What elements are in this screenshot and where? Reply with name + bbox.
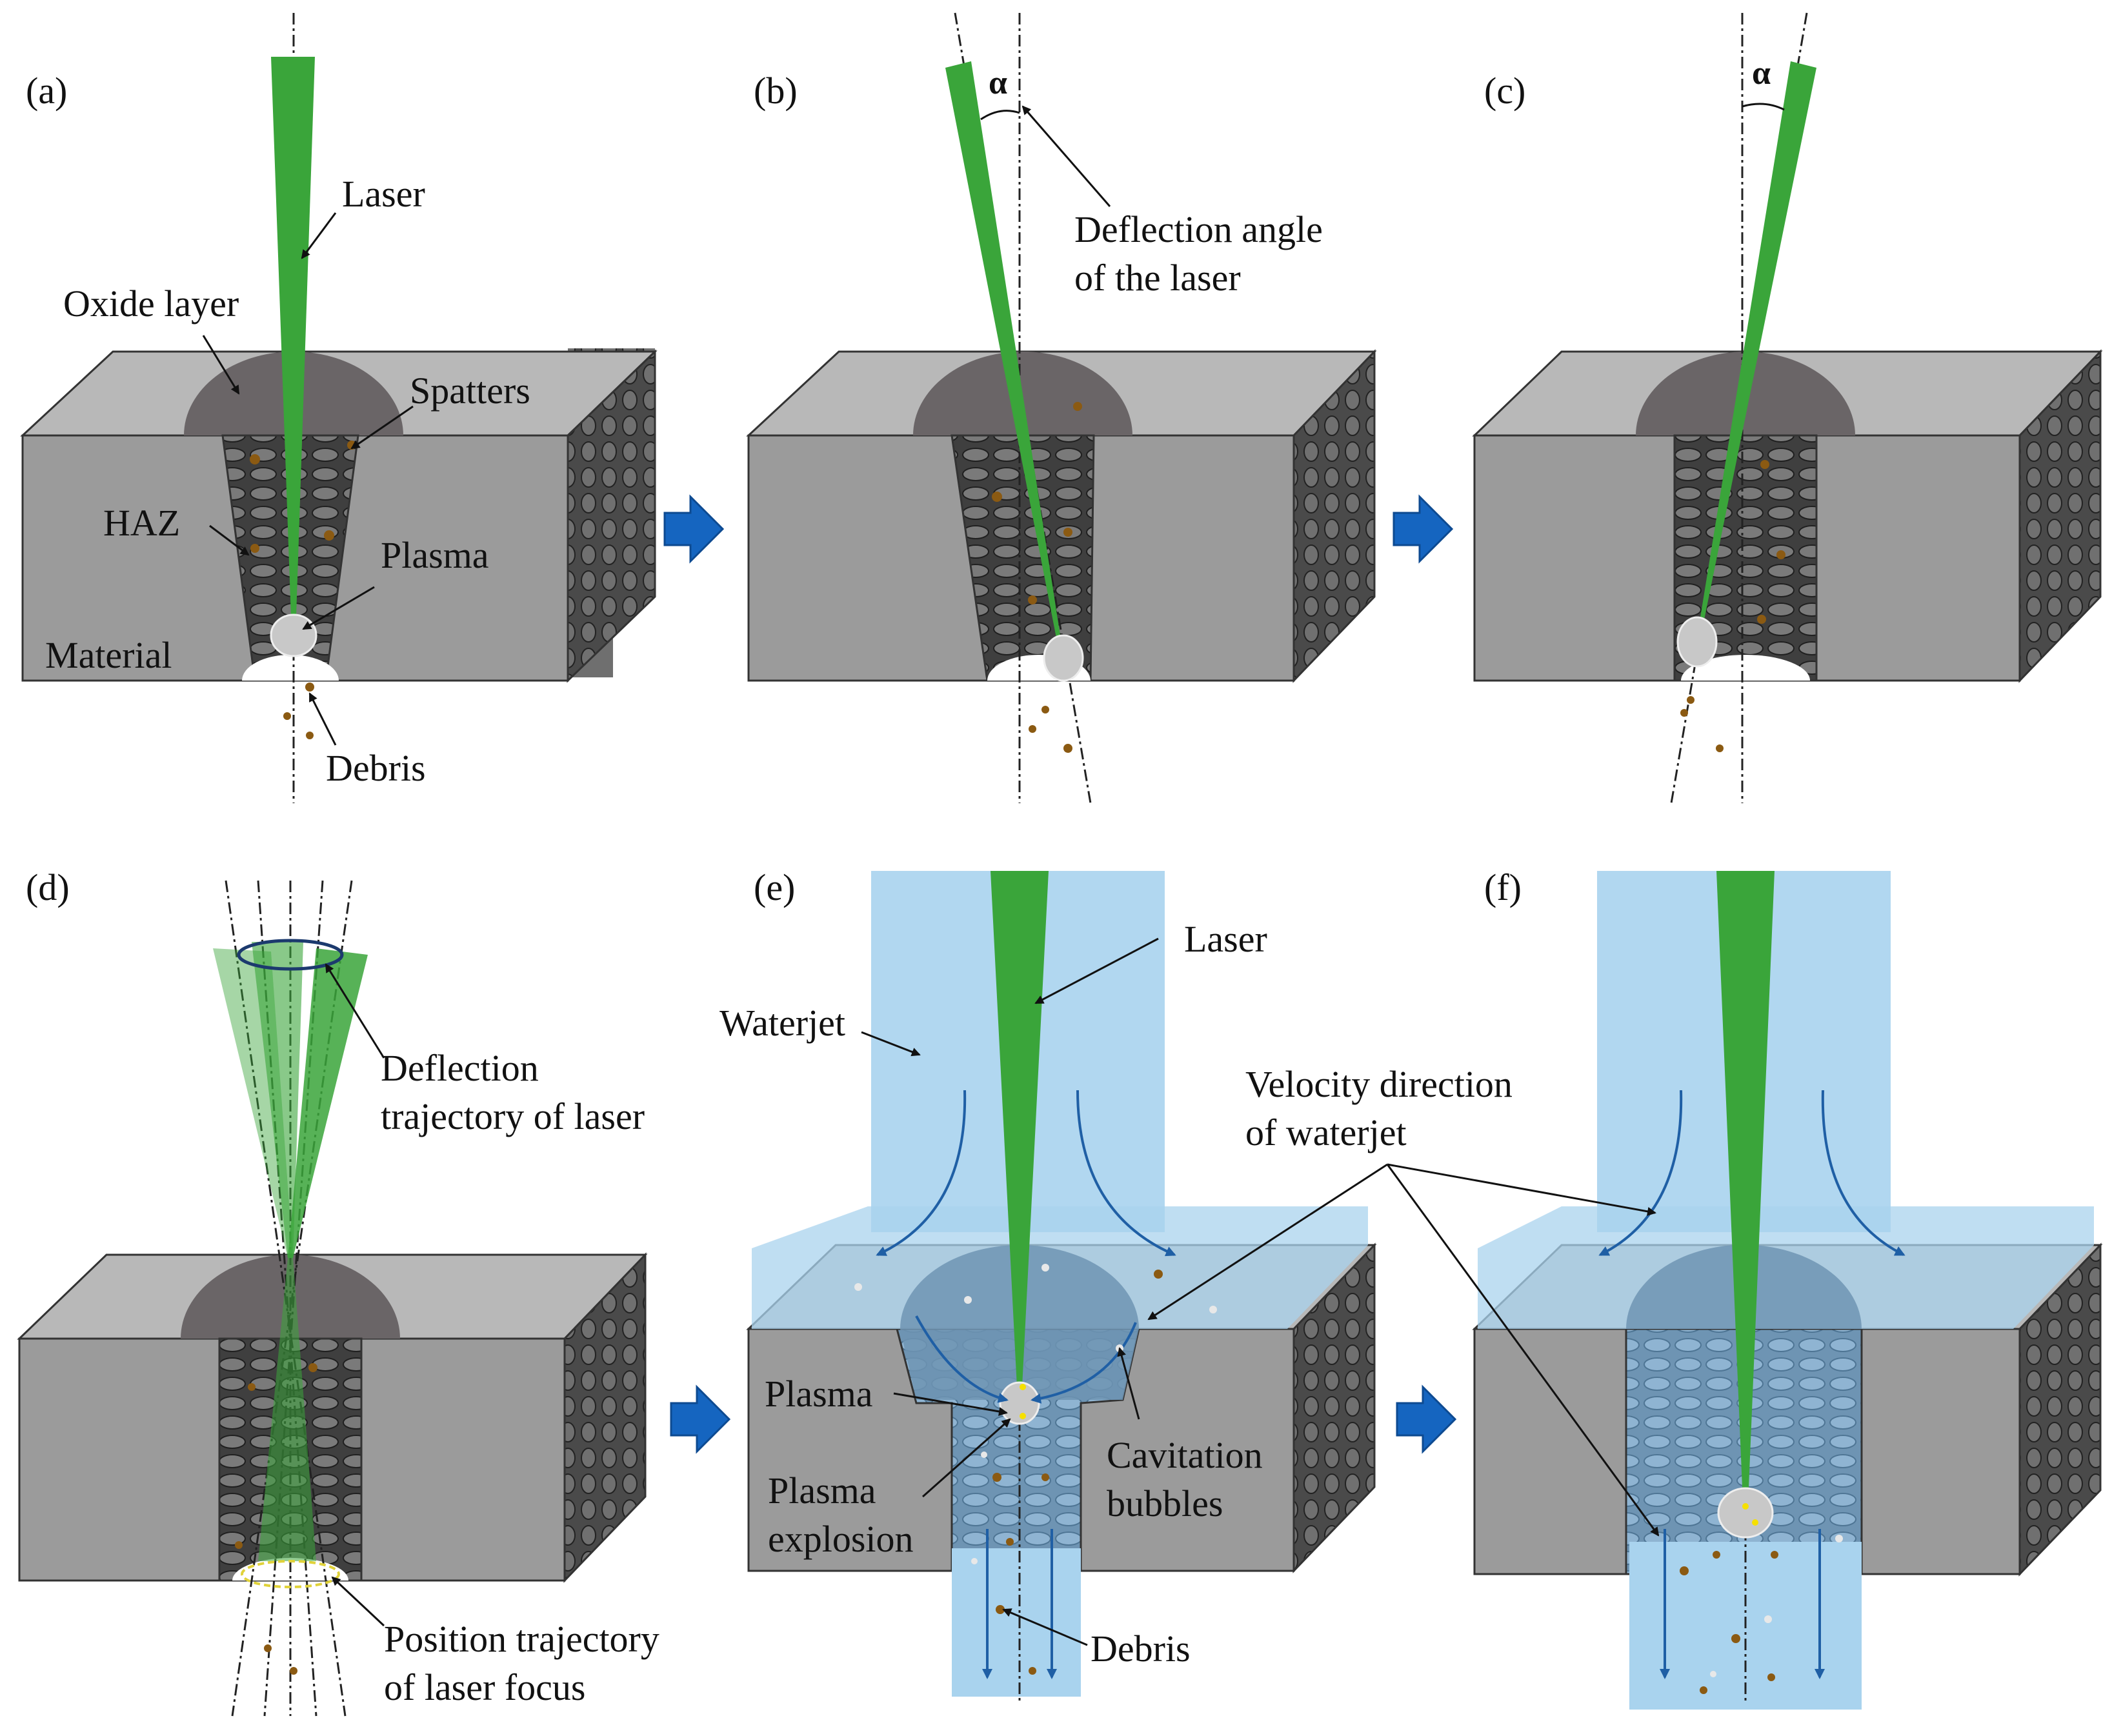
focus-trajectory-ellipse [241, 1560, 340, 1588]
label-alpha-c: α [1752, 55, 1771, 92]
label-cavitation-2: bubbles [1107, 1482, 1223, 1524]
deflection-trajectory-ellipse [237, 939, 344, 971]
label-laser-e: Laser [1184, 918, 1267, 960]
leader-lines-a [202, 212, 414, 746]
laser-beam-f [1716, 871, 1775, 1503]
label-deflection-trajectory-1: Deflection [381, 1047, 539, 1089]
panel-d-tag: (d) [26, 866, 70, 908]
laser-beam-c [1696, 61, 1816, 645]
flow-arrows-e [876, 1090, 1176, 1679]
label-plasma-explosion-2: explosion [768, 1518, 914, 1560]
laser-beam-b [945, 61, 1065, 664]
panel-e-tag: (e) [754, 866, 795, 908]
flow-arrows-f [1598, 1090, 1906, 1679]
panel-c: (c) α [1472, 12, 2103, 804]
panel-f: (f) Velocity directi [1147, 866, 2103, 1710]
angle-arc-b [980, 110, 1020, 121]
label-oxide-layer: Oxide layer [63, 283, 239, 324]
process-arrow-3 [670, 1384, 731, 1454]
process-arrow-4 [1396, 1384, 1457, 1454]
panel-b: (b) α Deflection angle of the laser [746, 12, 1377, 804]
plasma-cloud-f [1717, 1487, 1774, 1539]
panel-b-tag: (b) [754, 70, 798, 112]
label-debris-e: Debris [1091, 1628, 1191, 1670]
label-focus-trajectory-1: Position trajectory [384, 1618, 659, 1660]
plasma-cloud-e [999, 1381, 1040, 1425]
panel-e: (e) [719, 866, 1377, 1703]
laser-beam-d-ghost-3 [288, 948, 368, 1258]
laser-beam-d-lower [258, 1258, 316, 1561]
laser-beam-e [991, 871, 1049, 1387]
material-block-c [1472, 349, 2103, 683]
panel-a-tag: (a) [26, 70, 67, 112]
label-velocity-direction-2: of waterjet [1245, 1112, 1407, 1153]
label-deflection-trajectory-2: trajectory of laser [381, 1095, 645, 1137]
panel-a: (a) Laser Oxide layer Spatters [20, 13, 658, 803]
label-laser-a: Laser [342, 173, 425, 215]
label-alpha-b: α [989, 65, 1007, 101]
exit-waterjet-e [952, 1548, 1081, 1697]
panel-f-tag: (f) [1484, 866, 1522, 908]
label-waterjet: Waterjet [719, 1002, 845, 1044]
label-deflection-angle-2: of the laser [1074, 257, 1241, 299]
label-debris-a: Debris [326, 747, 426, 789]
label-plasma-explosion-1: Plasma [768, 1470, 876, 1512]
label-velocity-direction-1: Velocity direction [1245, 1063, 1513, 1105]
panel-d: (d) Deflection trajectory of laser Posit… [17, 866, 659, 1717]
label-deflection-angle-1: Deflection angle [1074, 208, 1323, 250]
panel-c-tag: (c) [1484, 70, 1525, 112]
material-block-b [746, 349, 1377, 683]
label-plasma-a: Plasma [381, 534, 489, 576]
laser-beam-a [271, 57, 315, 635]
process-arrow-1 [663, 494, 725, 564]
label-spatters: Spatters [410, 370, 530, 412]
label-material: Material [45, 634, 172, 676]
material-block-d [17, 1252, 648, 1583]
label-focus-trajectory-2: of laser focus [384, 1666, 585, 1708]
label-plasma-e: Plasma [765, 1373, 873, 1415]
plasma-cloud-a [270, 614, 317, 657]
exit-hole-a [242, 655, 339, 681]
label-haz: HAZ [103, 502, 180, 544]
laser-beam-d-ghost-2 [252, 942, 303, 1258]
process-arrow-2 [1393, 494, 1454, 564]
angle-arc-c [1742, 103, 1785, 111]
label-cavitation-1: Cavitation [1107, 1434, 1263, 1476]
